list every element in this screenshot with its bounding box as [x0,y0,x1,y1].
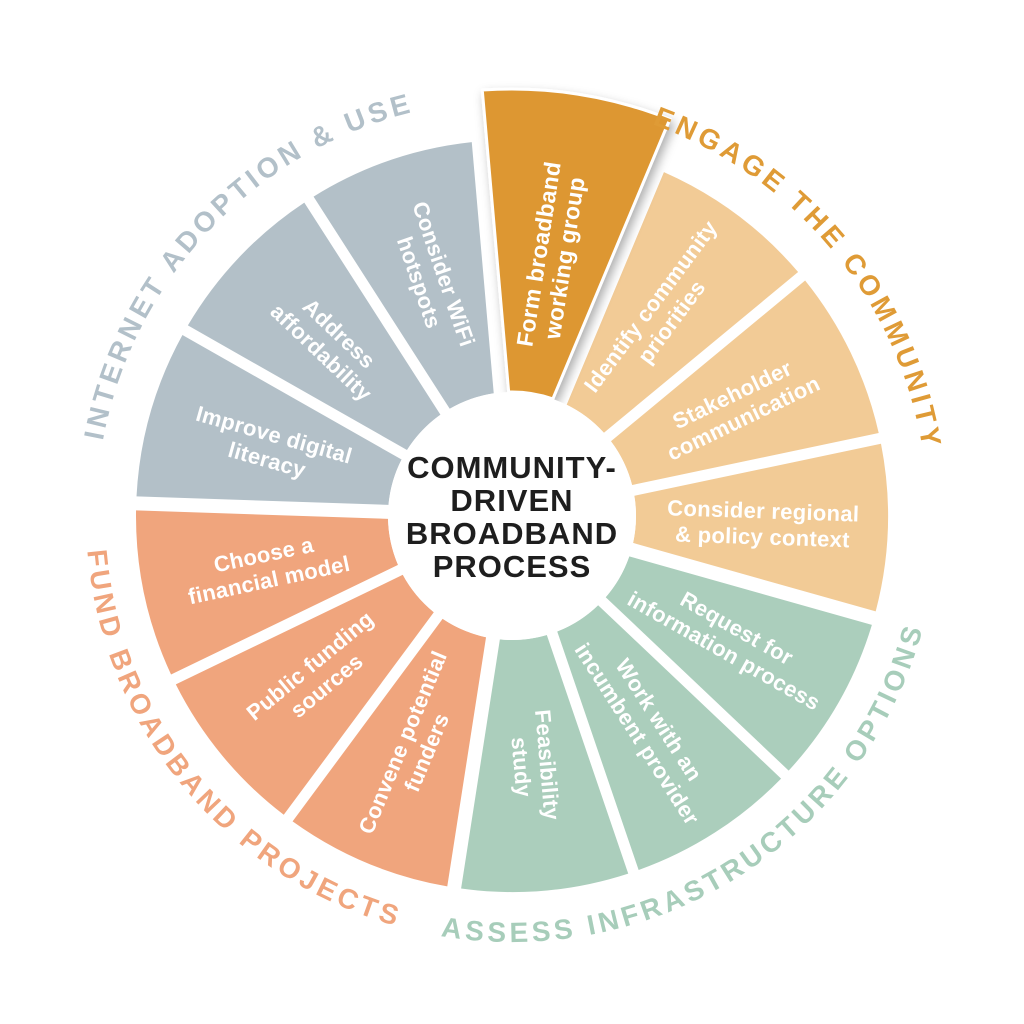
center-title-line-1: COMMUNITY- [407,450,617,485]
wedge-consider-wifi-hotspots [313,142,494,409]
wedge-consider-regional-policy-context [633,443,889,612]
wedge-identify-community-priorities [566,172,799,433]
wedge-stakeholder-communication [610,280,879,486]
center-circle [388,392,636,640]
wedge-improve-digital-literacy [136,334,402,505]
wedge-feasibility-study [461,635,629,893]
center-title-line-3: BROADBAND [406,516,618,551]
wedge-convene-potential-funders [292,618,487,887]
wedge-public-funding-sources [175,574,434,815]
wedge-label-consider-regional-policy-context: Consider regional& policy context [666,495,860,552]
wedge-request-for-information-process [605,556,872,771]
wedge-choose-a-financial-model [135,510,399,675]
center-title-line-2: DRIVEN [450,483,573,518]
center-title-line-4: PROCESS [433,549,592,584]
wedge-address-affordability [187,202,441,450]
wedge-work-with-an-incumbent-provider [557,605,782,871]
center-title: COMMUNITY- DRIVEN BROADBAND PROCESS [406,450,618,584]
